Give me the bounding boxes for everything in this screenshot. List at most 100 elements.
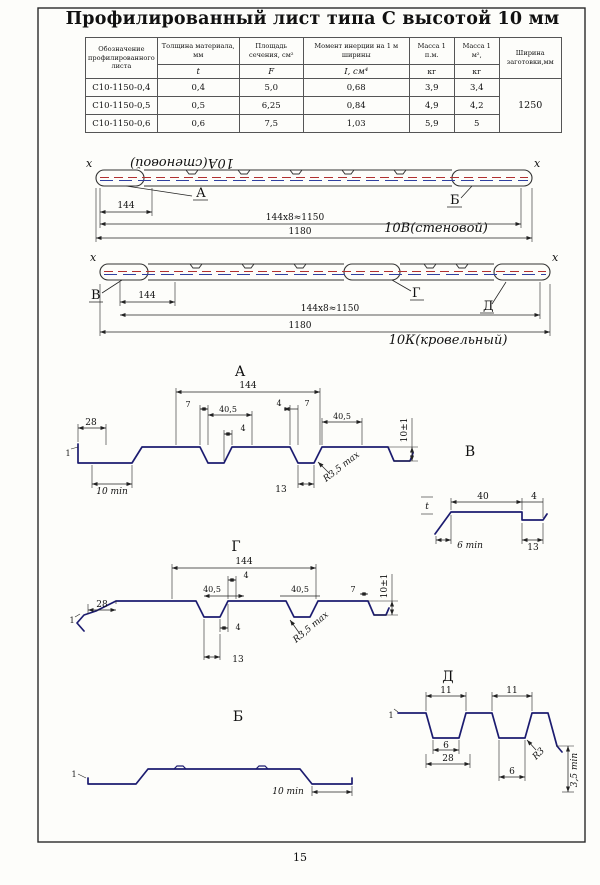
plan2-dim-row: 144x8≈1150 <box>120 304 540 318</box>
dim-text: 144x8≈1150 <box>266 213 325 223</box>
cell-i-2: 1,03 <box>302 114 410 133</box>
plan2-dim-144: 144 <box>120 291 175 305</box>
secD-dim-11a: 11 <box>426 686 466 699</box>
dim-text: 144x8≈1150 <box>301 304 360 314</box>
plan-view-wall: x x 10А(стеновой) А Б 144 <box>86 155 541 242</box>
secBe-dim-10min: 10 min <box>272 786 353 797</box>
dim-text: 3,5 min <box>570 753 580 788</box>
dim-text: 28 <box>442 754 454 764</box>
col-header-width: Ширина заготовки,мм <box>498 37 562 79</box>
secA-dim-405a: 40,5 <box>208 405 252 418</box>
plan2-marker-d: Д <box>480 281 507 314</box>
secA-dim-7a: 7 <box>185 400 208 412</box>
plan2-right-slot <box>493 263 551 281</box>
secG-dim-144: 144 <box>172 557 316 571</box>
dim-text: 1 <box>388 711 393 720</box>
col-header-mass-lm: Масса 1 п.м. <box>408 37 455 65</box>
secA-dim-7b: 7 <box>290 399 310 410</box>
secB-dim-4: 4 <box>522 492 543 503</box>
dim-text: 10 min <box>272 787 304 797</box>
plan1-dim-144: 144 <box>100 201 152 215</box>
dim-text: 6 min <box>457 541 483 551</box>
cell-name-2: С10-1150-0,6 <box>85 114 158 133</box>
secB-dim-t: t <box>421 496 433 515</box>
secG-dim-28: 28 <box>87 600 117 614</box>
radius-text: R3 <box>530 746 547 763</box>
secG-dim-4t: 4 <box>228 571 249 583</box>
dim-text: 144 <box>117 201 134 211</box>
section-mark-a: А <box>196 186 206 201</box>
secD-dim-6b: 6 <box>498 740 526 781</box>
dim-text: 13 <box>232 655 244 665</box>
cell-f-2: 7,5 <box>238 114 304 133</box>
dim-text: 144 <box>239 381 256 391</box>
cell-m1-0: 3,9 <box>408 78 455 97</box>
section-d-profile <box>397 712 563 753</box>
plan2-mid-slot <box>343 263 401 281</box>
secG-dim-1: 1 <box>69 613 81 625</box>
dim-text: 4 <box>240 424 245 433</box>
plan1-dim-1180: 1180 <box>96 227 532 241</box>
secA-dim-1: 1 <box>65 446 79 458</box>
dim-text: 4 <box>276 399 281 408</box>
dim-text: 4 <box>235 623 240 632</box>
unit-kg-m2: кг <box>453 64 500 79</box>
dim-text: 40,5 <box>219 405 237 414</box>
spec-table: Обозначение профилированного листа Толщи… <box>85 37 562 133</box>
dim-text: 4 <box>531 492 537 502</box>
section-b-profile <box>87 768 353 785</box>
plan2-marker-g: Г <box>391 279 424 301</box>
dim-text: 40,5 <box>291 585 309 594</box>
dim-text: 1 <box>69 616 74 625</box>
cell-t-0: 0,4 <box>156 78 240 97</box>
section-a-profile <box>77 443 414 464</box>
plan1-cut-mark-left: x <box>86 157 93 170</box>
cell-m2-2: 5 <box>453 114 500 133</box>
col-header-thickness: Толщина материала, мм <box>156 37 240 65</box>
symbol-t: t <box>156 64 240 79</box>
col-header-designation: Обозначение профилированного листа <box>85 37 158 79</box>
dim-text: 28 <box>96 600 108 610</box>
secD-dim-35min: 3,5 min <box>556 745 580 793</box>
secG-dim-10pm1: 10±1 <box>368 574 398 616</box>
secD-dim-28: 28 <box>425 754 471 768</box>
plan2-type-label: 10К(кровельный) <box>389 333 508 348</box>
cell-i-1: 0,84 <box>302 96 410 115</box>
secD-radius-note: R3 <box>526 739 547 763</box>
dim-text: 40 <box>477 492 489 502</box>
secA-dim-4c: 4 <box>224 424 246 437</box>
plan1-dim-row: 144x8≈1150 <box>100 213 521 227</box>
col-header-area: Площадь сечения, см² <box>238 37 304 65</box>
secBe-dim-1: 1 <box>71 770 87 779</box>
plan2-cut-mark-right: x <box>552 251 559 264</box>
dim-text: 1 <box>65 449 70 458</box>
cell-t-2: 0,6 <box>156 114 240 133</box>
secA-radius-note: R3,5 max <box>317 450 362 485</box>
plan1-marker-b: Б <box>447 185 473 208</box>
dim-text: 1180 <box>289 321 312 331</box>
cell-m1-2: 5,9 <box>408 114 455 133</box>
dim-text: 10±1 <box>400 418 410 443</box>
dim-text: t <box>425 502 429 512</box>
plan1-marker-a: А <box>125 185 208 201</box>
page-title: Профилированный лист типа С высотой 10 м… <box>65 9 560 29</box>
symbol-i: I, см⁴ <box>302 64 410 79</box>
symbol-f: F <box>238 64 304 79</box>
section-mark-d: Д <box>483 299 494 314</box>
plan1-left-slot <box>95 169 145 187</box>
section-v-profile <box>434 511 548 535</box>
secG-dim-7: 7 <box>350 585 368 597</box>
dim-text: 4 <box>243 571 248 580</box>
cell-m1-1: 4,9 <box>408 96 455 115</box>
cell-i-0: 0,68 <box>302 78 410 97</box>
section-g-profile <box>76 600 390 632</box>
section-v-title: В <box>465 444 475 460</box>
dim-text: 10 min <box>96 487 128 497</box>
secA-dim-13: 13 <box>275 465 315 495</box>
plan1-rotated-label: 10А(стеновой) <box>130 155 234 170</box>
page-number: 15 <box>293 851 307 864</box>
section-g-title: Г <box>231 539 240 555</box>
dim-text: 6 <box>509 767 515 777</box>
dim-text: 144 <box>235 557 252 567</box>
